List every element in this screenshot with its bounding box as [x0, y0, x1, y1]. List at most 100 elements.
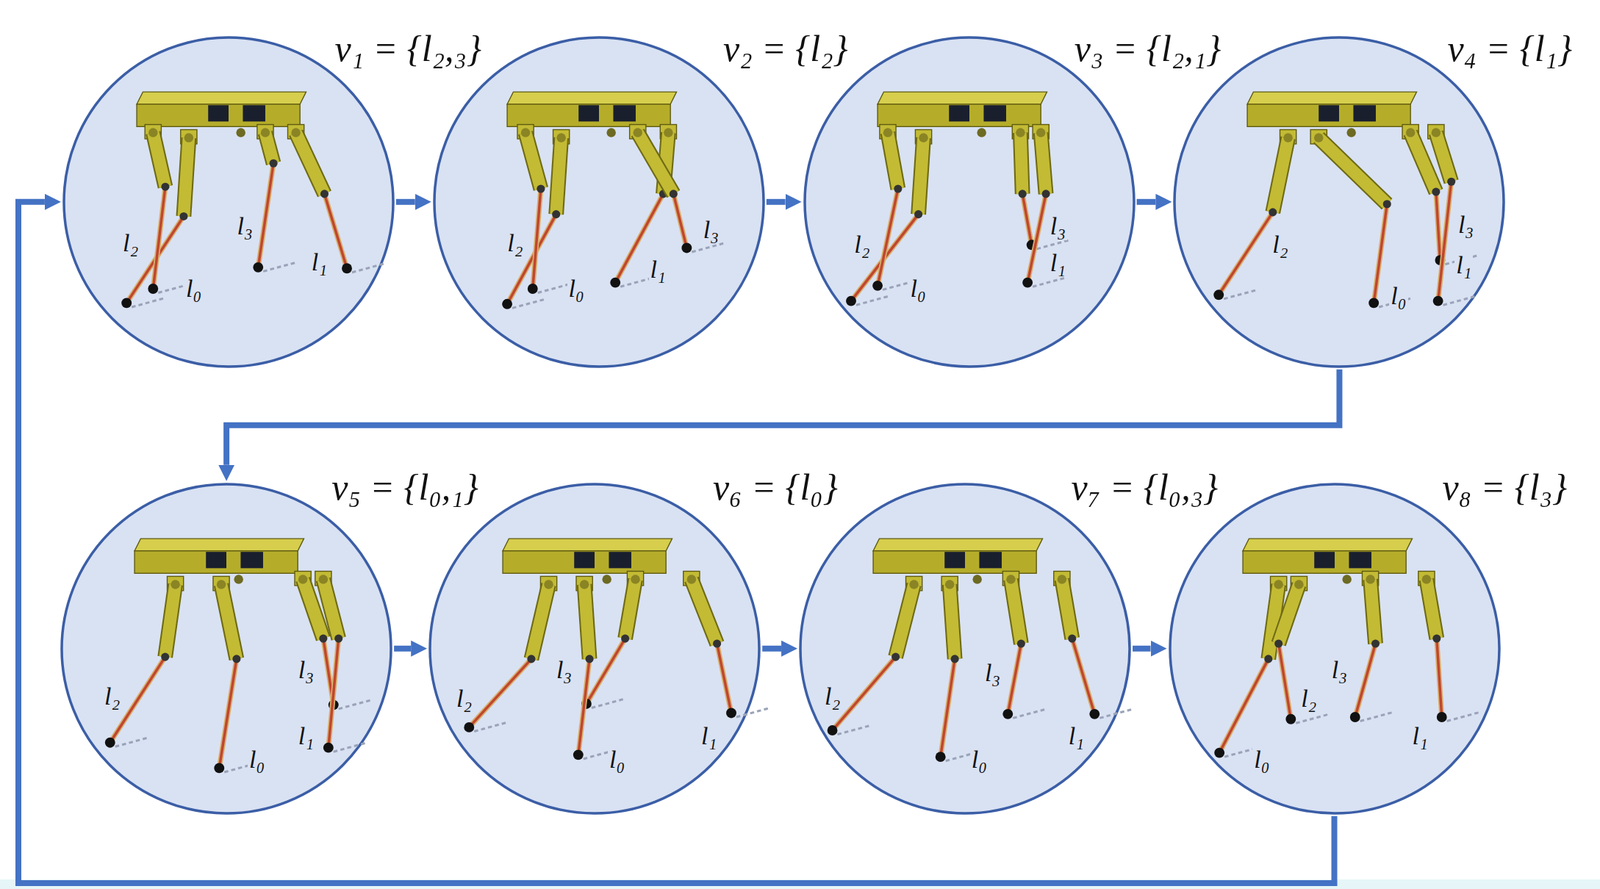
foot-shadow [691, 242, 726, 252]
foot-shadow [1224, 289, 1259, 299]
robot-sensor [1342, 574, 1351, 584]
knee-joint [179, 212, 188, 221]
upper-link [625, 579, 636, 639]
foot [252, 262, 264, 273]
upper-link [1040, 132, 1046, 194]
lower-link [877, 188, 899, 286]
lower-link [1278, 643, 1291, 720]
transition-arrow [393, 646, 411, 652]
leg-label: l₃ [296, 656, 316, 684]
lower-link [940, 659, 955, 758]
leg-label: l₃ [701, 216, 721, 244]
hip-joint [291, 127, 300, 137]
leg-label: l₀ [909, 274, 928, 303]
upper-link [531, 584, 550, 659]
lower-link [532, 188, 541, 289]
upper-link [949, 584, 955, 659]
robot-box [578, 105, 599, 122]
hip-joint [1314, 133, 1323, 142]
lower-link [1022, 194, 1032, 245]
knee-joint [232, 654, 241, 663]
knee-joint [268, 159, 278, 168]
foot [323, 742, 334, 753]
leg-label: l₀ [970, 745, 989, 774]
foot [1089, 709, 1100, 720]
foot-shadow [474, 722, 508, 732]
foot [845, 296, 857, 307]
state-circle-shape [1174, 37, 1504, 367]
robot-body-top [136, 91, 306, 105]
robot-body [877, 104, 1041, 128]
leg-label: l₁ [310, 248, 329, 276]
state-circle-shape [429, 484, 760, 814]
circle-outline [803, 36, 1136, 369]
circle-outline [798, 482, 1132, 816]
robot-sensor [972, 574, 982, 584]
leg-label: l₀ [607, 745, 627, 774]
foot [341, 263, 353, 274]
knee-joint [585, 654, 594, 663]
leg-label: l₁ [699, 722, 719, 750]
foot-shadow [1443, 296, 1478, 306]
foot [121, 297, 132, 308]
lower-link [219, 659, 237, 769]
foot [681, 242, 692, 253]
knee-joint [320, 189, 329, 198]
leg-label: l₂ [852, 230, 871, 258]
leg-label: l₁ [1410, 722, 1429, 750]
robot-body-top [507, 91, 677, 105]
leg-label: l₂ [823, 682, 842, 710]
foot [573, 749, 584, 760]
lower-link [1374, 204, 1388, 304]
state-circle: v₂ = {l₂}l₂l₀l₁l₃ [432, 36, 766, 369]
knee-joint [160, 182, 170, 191]
leg-label: l₂ [102, 682, 122, 710]
state-circle: v₈ = {l₃}l₀l₂l₃l₁ [1168, 482, 1501, 816]
robot-illustration [845, 91, 1071, 306]
robot-box [1348, 551, 1372, 569]
lower-link [1436, 638, 1442, 718]
lower-link [1354, 643, 1376, 718]
transition-arrow [1132, 646, 1151, 652]
knee-joint [334, 634, 343, 643]
robot-body [136, 104, 300, 128]
knee-joint [1017, 189, 1026, 198]
leg-label: l₃ [554, 656, 574, 684]
lower-link [717, 643, 732, 713]
foot-shadow [333, 742, 368, 752]
hip-joint [260, 127, 270, 137]
foot-shadow [115, 737, 150, 747]
lower-link [532, 188, 541, 289]
state-heading: v₂ = {l₂} [720, 28, 852, 70]
foot-shadow [736, 707, 771, 717]
leg-label: l₂ [121, 229, 140, 257]
lower-link [940, 659, 955, 758]
lower-link [152, 186, 166, 289]
upper-link [1272, 137, 1289, 212]
state-circle: v₇ = {l₀,₃}l₂l₃l₀l₁ [798, 482, 1132, 816]
robot-sensor [602, 574, 612, 584]
foot [1285, 714, 1296, 725]
state-circle-shape [61, 484, 391, 814]
foot-shadow [131, 297, 166, 307]
lower-link [578, 659, 590, 755]
upper-link [584, 584, 590, 659]
upper-link [1020, 132, 1023, 194]
transition-arrow [1136, 199, 1157, 206]
upper-link [152, 132, 166, 187]
leg-label: l₀ [1252, 745, 1271, 774]
robot-box [1353, 105, 1377, 122]
knee-joint [891, 652, 900, 661]
state-circle: v₃ = {l₂,₁}l₂l₀l₃l₁ [803, 36, 1136, 369]
upper-link [525, 132, 541, 189]
robot-box [1319, 105, 1340, 122]
hip-joint [909, 579, 918, 589]
hip-joint [918, 133, 928, 142]
lower-link [1219, 212, 1274, 295]
knee-joint [160, 652, 170, 661]
upper-link [1020, 132, 1023, 194]
robot-body [502, 551, 666, 575]
upper-link [323, 579, 339, 639]
circle-outline [432, 36, 766, 369]
